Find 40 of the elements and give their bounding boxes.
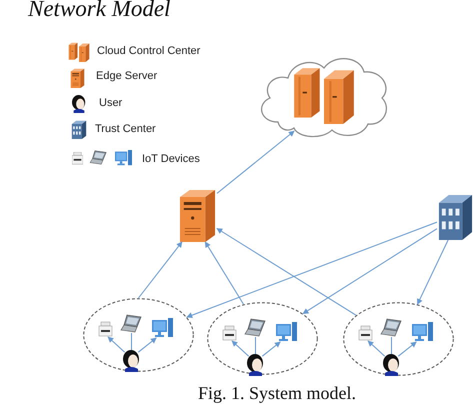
dashed-ellipse: [83, 298, 194, 372]
caption: Fig. 1. System model.: [198, 383, 356, 404]
connector-line: [255, 336, 256, 354]
person-icon: [123, 350, 140, 372]
printer-icon: [223, 326, 236, 341]
legend-label: Trust Center: [95, 123, 156, 135]
laptop-icon: [245, 318, 266, 337]
arrow: [398, 342, 417, 357]
laptop-icon: [121, 314, 142, 333]
desktop-computer-icon: [152, 318, 173, 338]
laptop-icon: [381, 318, 402, 337]
arrow: [417, 240, 449, 305]
dashed-ellipse: [343, 302, 454, 376]
arrow: [204, 241, 244, 305]
connector-line: [391, 336, 392, 354]
person-icon: [247, 354, 264, 376]
connector-line: [131, 332, 132, 350]
legend-label: Edge Server: [96, 70, 158, 82]
legend-label: IoT Devices: [142, 153, 200, 165]
arrow: [138, 241, 182, 298]
server-rack-icon: [437, 193, 474, 240]
arrow: [232, 340, 250, 357]
arrow: [368, 340, 386, 357]
dashed-ellipse: [207, 302, 318, 375]
arrow: [302, 228, 438, 314]
printer-icon: [99, 322, 112, 337]
legend-label: User: [99, 97, 122, 109]
printer-icon: [359, 326, 372, 341]
arrow: [186, 222, 438, 318]
arrow: [108, 336, 126, 353]
arrow: [262, 342, 281, 357]
desktop-computer-icon: [276, 322, 297, 342]
server-icon: [178, 188, 217, 242]
person-icon: [383, 354, 400, 376]
arrow: [216, 228, 356, 316]
desktop-computer-icon: [412, 322, 433, 342]
arrow: [216, 130, 295, 194]
title: Network Model: [28, 0, 170, 22]
arrow: [138, 338, 157, 353]
legend-label: Cloud Control Center: [97, 45, 200, 57]
